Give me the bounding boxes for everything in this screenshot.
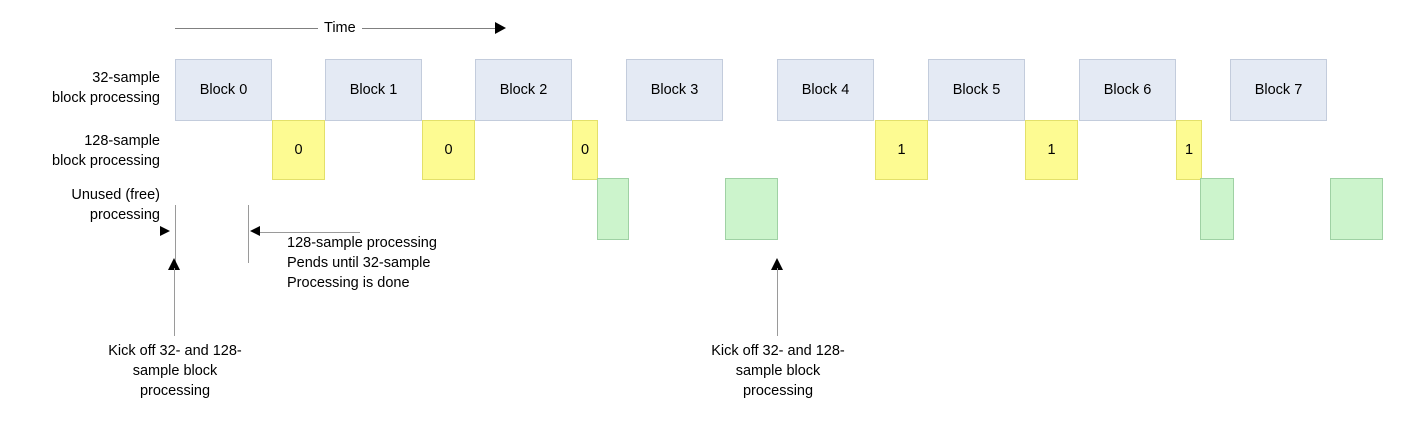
time-axis-label: Time [318,20,362,36]
pend-note-text: 128-sample processing Pends until 32-sam… [287,235,437,291]
block-box: Block 7 [1230,59,1327,121]
measure-arrow-right-icon [160,226,170,236]
block-box: Block 6 [1079,59,1176,121]
free-box [1330,178,1383,240]
measure-arrow-left-icon [250,226,260,236]
kickoff-leader-right [777,268,778,336]
row-label-unused: Unused (free) processing [71,187,160,223]
kickoff-arrow-right-icon [771,258,783,270]
kickoff-arrow-left-icon [168,258,180,270]
pend-box: 1 [1025,120,1078,180]
measure-tick-left [175,205,176,268]
block-box: Block 1 [325,59,422,121]
kickoff-leader-left [174,268,175,336]
block-box: Block 4 [777,59,874,121]
pend-box: 0 [422,120,475,180]
measure-tick-right [248,205,249,263]
pend-box: 0 [572,120,598,180]
free-box [597,178,629,240]
block-box: Block 2 [475,59,572,121]
block-box: Block 0 [175,59,272,121]
row-label-128-sample: 128-sample block processing [52,133,160,169]
pend-box: 1 [875,120,928,180]
row-label-32-sample: 32-sample block processing [52,70,160,106]
block-box: Block 5 [928,59,1025,121]
kickoff-note-left-text: Kick off 32- and 128- sample block proce… [108,343,242,399]
measure-line-pend [260,232,360,233]
free-box [1200,178,1234,240]
time-arrow-head-icon [495,22,506,34]
free-box [725,178,778,240]
kickoff-note-right-text: Kick off 32- and 128- sample block proce… [711,343,845,399]
block-box: Block 3 [626,59,723,121]
pend-box: 0 [272,120,325,180]
pend-box: 1 [1176,120,1202,180]
